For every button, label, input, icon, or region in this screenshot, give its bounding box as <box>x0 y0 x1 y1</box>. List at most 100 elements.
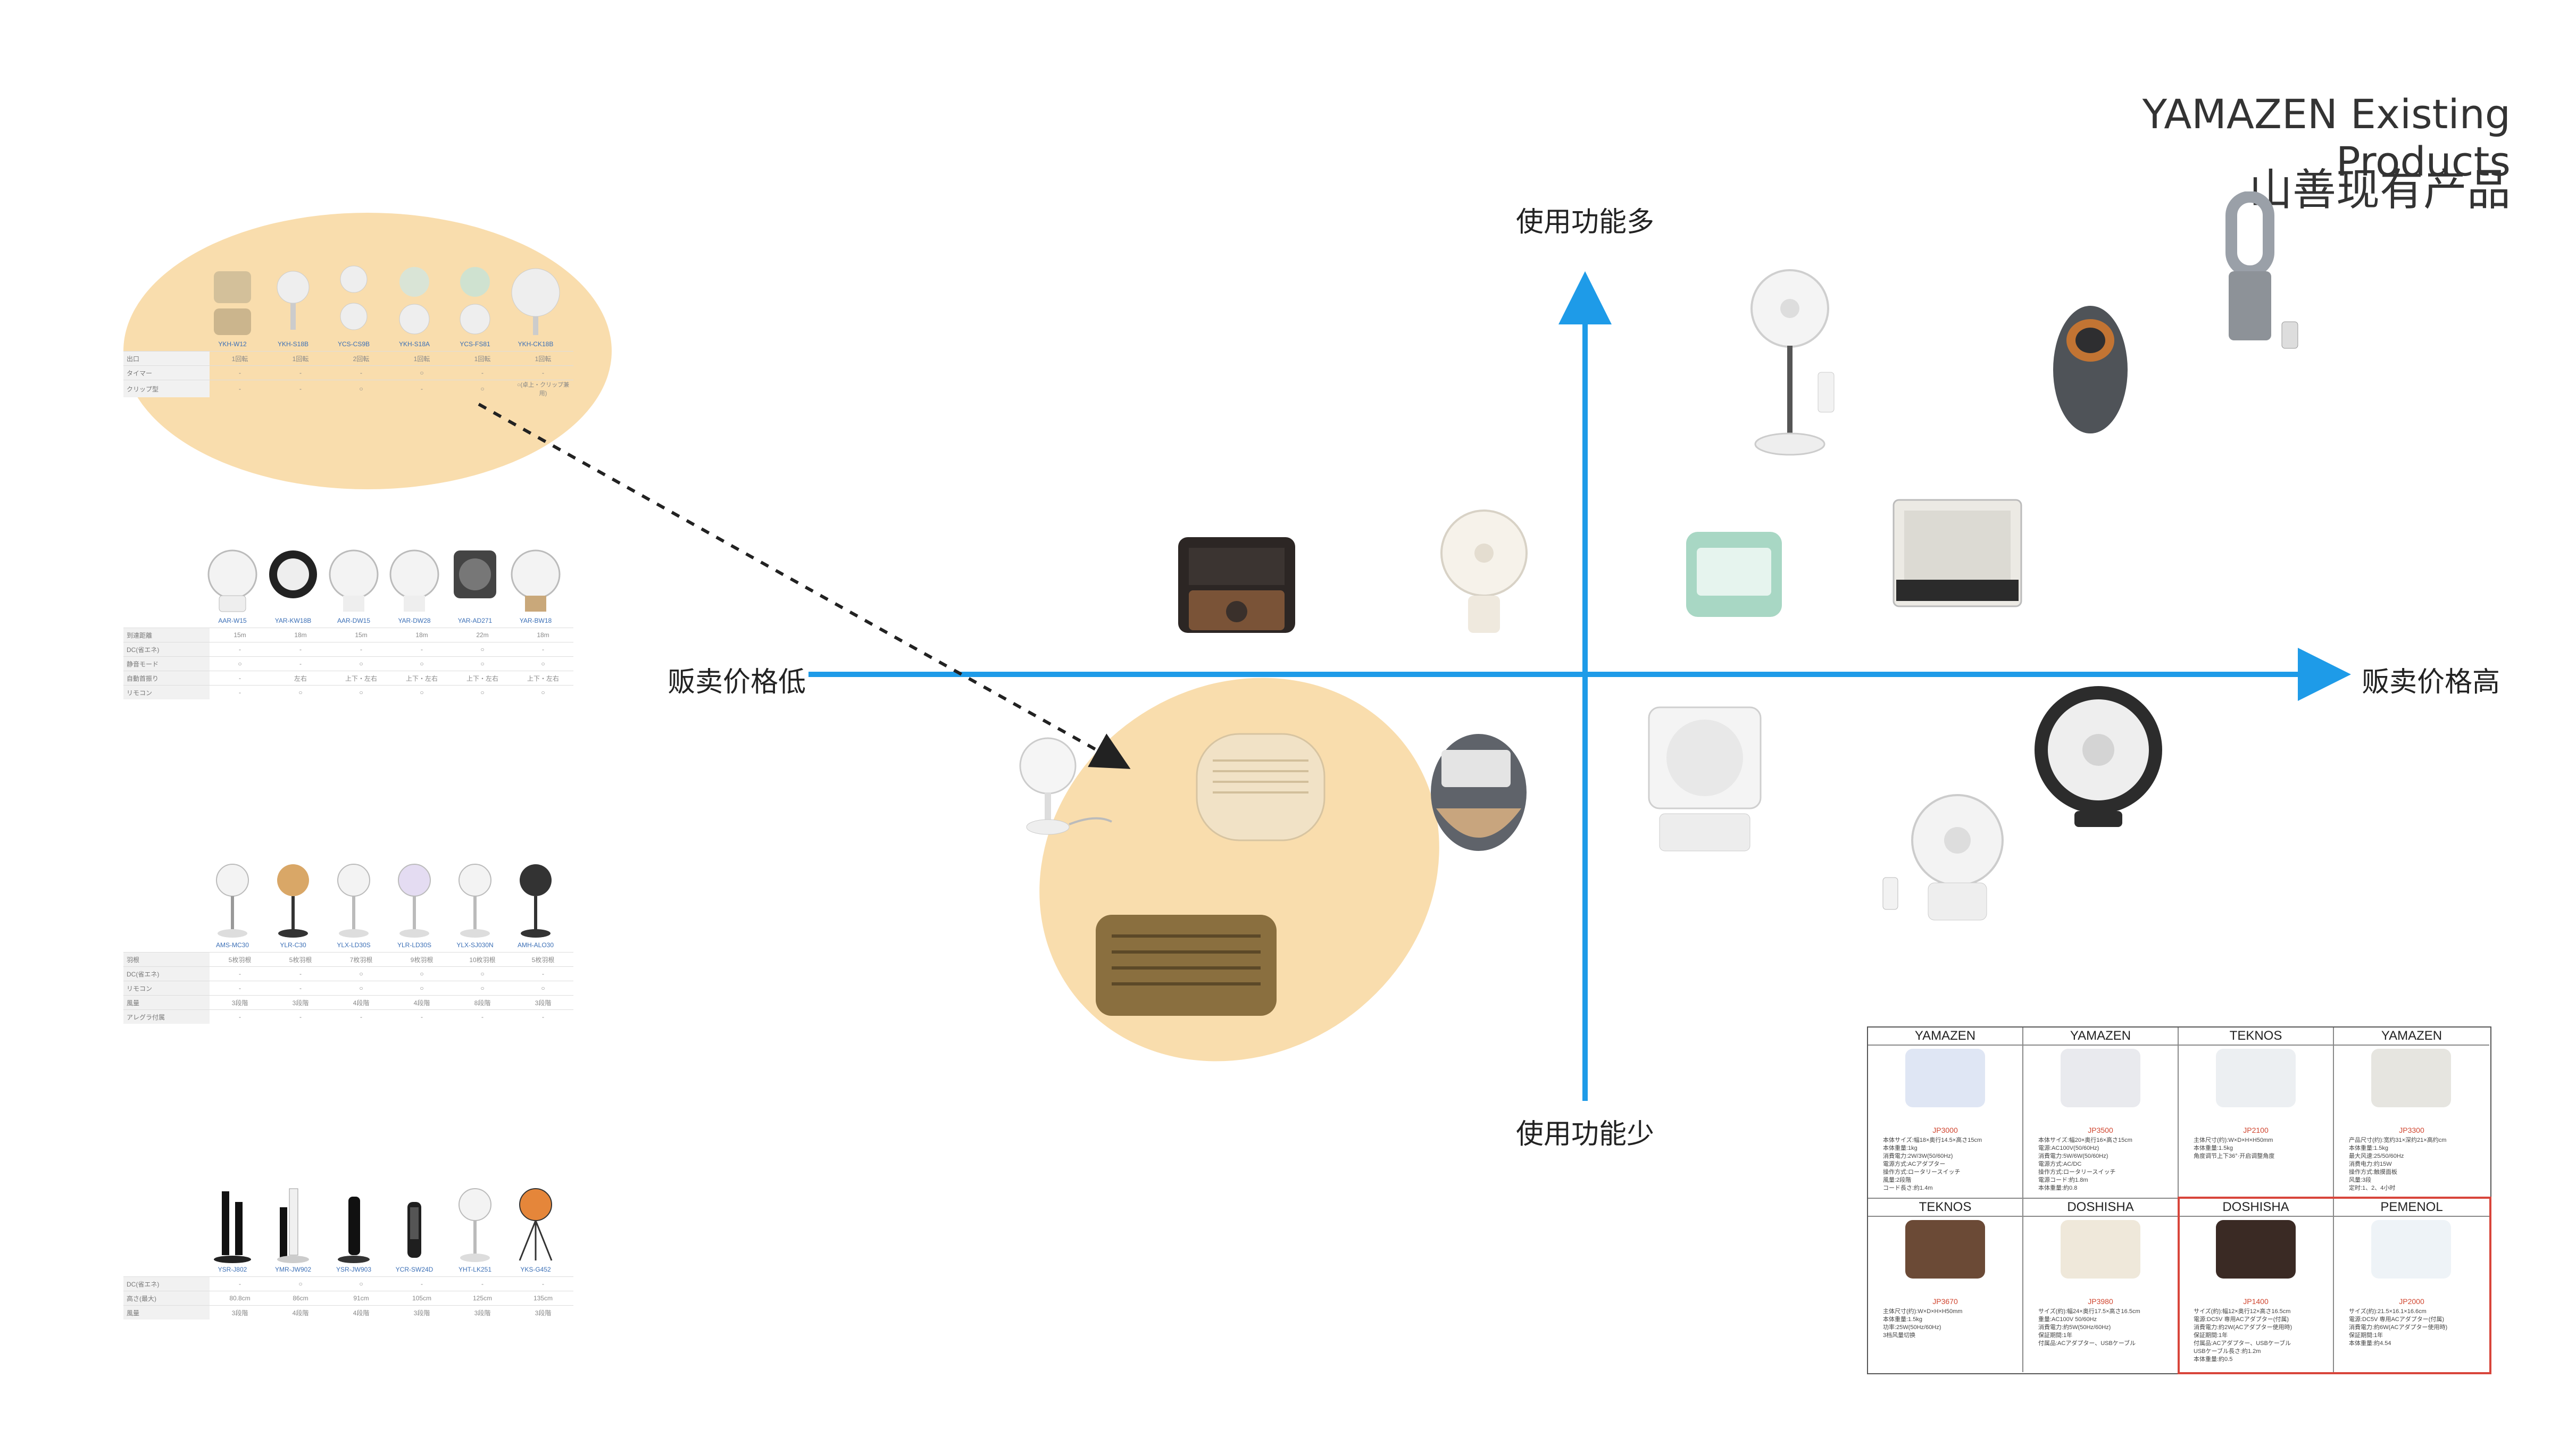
spec-row-label: 風量 <box>123 1305 210 1319</box>
model-label[interactable]: YSR-JW903 <box>336 1266 372 1273</box>
spec-line: 本体サイズ:幅18×奥行14.5×高さ15cm <box>1883 1137 1982 1143</box>
model-label[interactable]: AAR-DW15 <box>337 617 370 624</box>
product-black-circulator <box>2021 675 2175 835</box>
spec-cell: 105cm <box>391 1291 452 1306</box>
model-label[interactable]: YLR-LD30S <box>397 941 432 949</box>
product-model-code: JP3300 <box>2399 1126 2424 1134</box>
model-label[interactable]: YKH-S18A <box>398 340 430 348</box>
spec-row-label: 風量 <box>123 995 210 1010</box>
product-model-code: JP3980 <box>2088 1297 2113 1306</box>
comparison-cell: YAMAZEN JP3500 本体サイズ:幅20×奥行16×高さ15cm 電源:… <box>2023 1028 2179 1199</box>
spec-line: コード長さ:約1.4m <box>1883 1185 1933 1191</box>
spec-line: 本体重量:約0.8 <box>2038 1185 2078 1191</box>
brand-label: TEKNOS <box>2179 1028 2333 1046</box>
spec-line: 重量:AC100V 50/60Hz <box>2038 1316 2097 1323</box>
spec-row-label: 自動首振り <box>123 671 210 686</box>
spec-cell: 3段階 <box>513 1305 573 1319</box>
spec-line: 消費電力:5W/6W(50/60Hz) <box>2038 1153 2108 1159</box>
model-label[interactable]: YLR-C30 <box>280 941 306 949</box>
model-label[interactable]: YLX-SJ030N <box>456 941 494 949</box>
model-label[interactable]: YCR-SW24D <box>395 1266 433 1273</box>
spec-cell: 80.8cm <box>210 1291 270 1306</box>
thumb-tower-fan <box>264 1186 322 1266</box>
product-photo <box>2216 1220 2296 1279</box>
spec-row-label: クリップ型 <box>123 380 210 397</box>
spec-line: 保証期間:1年 <box>2194 1332 2228 1339</box>
spec-cell: - <box>210 642 270 657</box>
model-label[interactable]: YAR-BW18 <box>519 617 552 624</box>
spec-cell: 3段階 <box>210 995 270 1010</box>
model-label[interactable]: AMS-MC30 <box>215 941 249 949</box>
spec-line: 電源:DC5V 専用ACアダプター(付属) <box>2194 1316 2289 1323</box>
spec-cell: 1回転 <box>210 351 270 366</box>
thumb-stand-fan <box>446 1186 504 1266</box>
thumb-tower-fan <box>203 1186 262 1266</box>
thumb-fan <box>324 261 383 340</box>
spec-group-3: AMS-MC30 YLR-C30 YLX-LD30S YLR-LD30S YLX… <box>123 862 602 1024</box>
axis-label-top: 使用功能多 <box>1516 206 1655 238</box>
model-label[interactable]: YCS-FS81 <box>460 340 490 348</box>
spec-cell: 15m <box>331 628 391 642</box>
spec-cell: 9枚羽根 <box>391 952 452 967</box>
model-label[interactable]: YKH-CK18B <box>518 340 554 348</box>
spec-cell: - <box>331 1009 391 1024</box>
spec-cell: ○ <box>452 380 513 397</box>
spec-row-label: DC(省エネ) <box>123 642 210 657</box>
model-label[interactable]: YAR-DW28 <box>398 617 431 624</box>
thumb-circulator <box>264 537 322 617</box>
spec-line: 操作方式:触摸面板 <box>2349 1169 2398 1175</box>
comparison-cell: TEKNOS JP3670 主体尺寸(约):W×D×H×H50mm 本体重量:1… <box>1868 1199 2023 1372</box>
thumb-stand-fan <box>446 862 504 941</box>
thumb-circulator <box>506 537 565 617</box>
thumb-fan <box>506 261 565 340</box>
model-label[interactable]: AAR-W15 <box>218 617 247 624</box>
spec-cell: ○ <box>270 685 331 699</box>
model-label[interactable]: YHT-LK251 <box>458 1266 492 1273</box>
model-label[interactable]: YAR-AD271 <box>457 617 493 624</box>
spec-cell: ○ <box>331 656 391 671</box>
model-label[interactable]: YMR-JW902 <box>274 1266 311 1273</box>
brand-label: DOSHISHA <box>2023 1199 2178 1217</box>
spec-lines: 本体サイズ:幅18×奥行14.5×高さ15cm 本体重量:1kg 消費電力:2W… <box>1883 1137 2017 1192</box>
spec-cell: ○ <box>331 1276 391 1291</box>
spec-cell: 10枚羽根 <box>452 952 513 967</box>
model-label[interactable]: AMH-ALO30 <box>517 941 554 949</box>
spec-lines: 产品尺寸(约):宽约31×深约21×高约cm 本体重量:1.5kg 最大风速:2… <box>2349 1137 2484 1192</box>
spec-cell: ○ <box>391 981 452 996</box>
spec-cell: 18m <box>391 628 452 642</box>
model-label[interactable]: YKS-G452 <box>520 1266 551 1273</box>
spec-cell: ○ <box>210 656 270 671</box>
product-photo <box>1905 1220 1985 1279</box>
model-label[interactable]: YAR-KW18B <box>274 617 312 624</box>
spec-line: 消费电力:约15W <box>2349 1161 2392 1167</box>
spec-line: サイズ(約):幅24×奥行17.5×高さ16.5cm <box>2038 1308 2140 1315</box>
model-label[interactable]: YLX-LD30S <box>337 941 371 949</box>
spec-cell: - <box>513 642 573 657</box>
spec-line: サイズ(約):幅12×奥行12×高さ16.5cm <box>2194 1308 2291 1315</box>
spec-cell: - <box>210 380 270 397</box>
spec-row-label: DC(省エネ) <box>123 966 210 981</box>
model-label[interactable]: YCS-CS9B <box>337 340 370 348</box>
spec-row-label: タイマー <box>123 365 210 380</box>
spec-line: 本体重量:約0.5 <box>2194 1356 2233 1363</box>
spec-cell: ○ <box>391 966 452 981</box>
model-label[interactable]: YKH-S18B <box>277 340 309 348</box>
spec-line: USBケーブル長さ:約1.2m <box>2194 1348 2261 1355</box>
thumb-stand-fan <box>385 862 444 941</box>
spec-cell: - <box>210 1009 270 1024</box>
model-label[interactable]: YSR-J802 <box>218 1266 247 1273</box>
spec-cell: 125cm <box>452 1291 513 1306</box>
spec-line: 保証期間:1年 <box>2038 1332 2073 1339</box>
model-label[interactable]: YKH-W12 <box>218 340 247 348</box>
thumb-tower-fan <box>385 1186 444 1266</box>
product-photo <box>2061 1049 2140 1107</box>
spec-lines: サイズ(約):幅24×奥行17.5×高さ16.5cm 重量:AC100V 50/… <box>2038 1308 2172 1348</box>
product-mint-air-cooler <box>1681 527 1787 622</box>
spec-cell: ○ <box>452 966 513 981</box>
spec-cell: - <box>210 1276 270 1291</box>
